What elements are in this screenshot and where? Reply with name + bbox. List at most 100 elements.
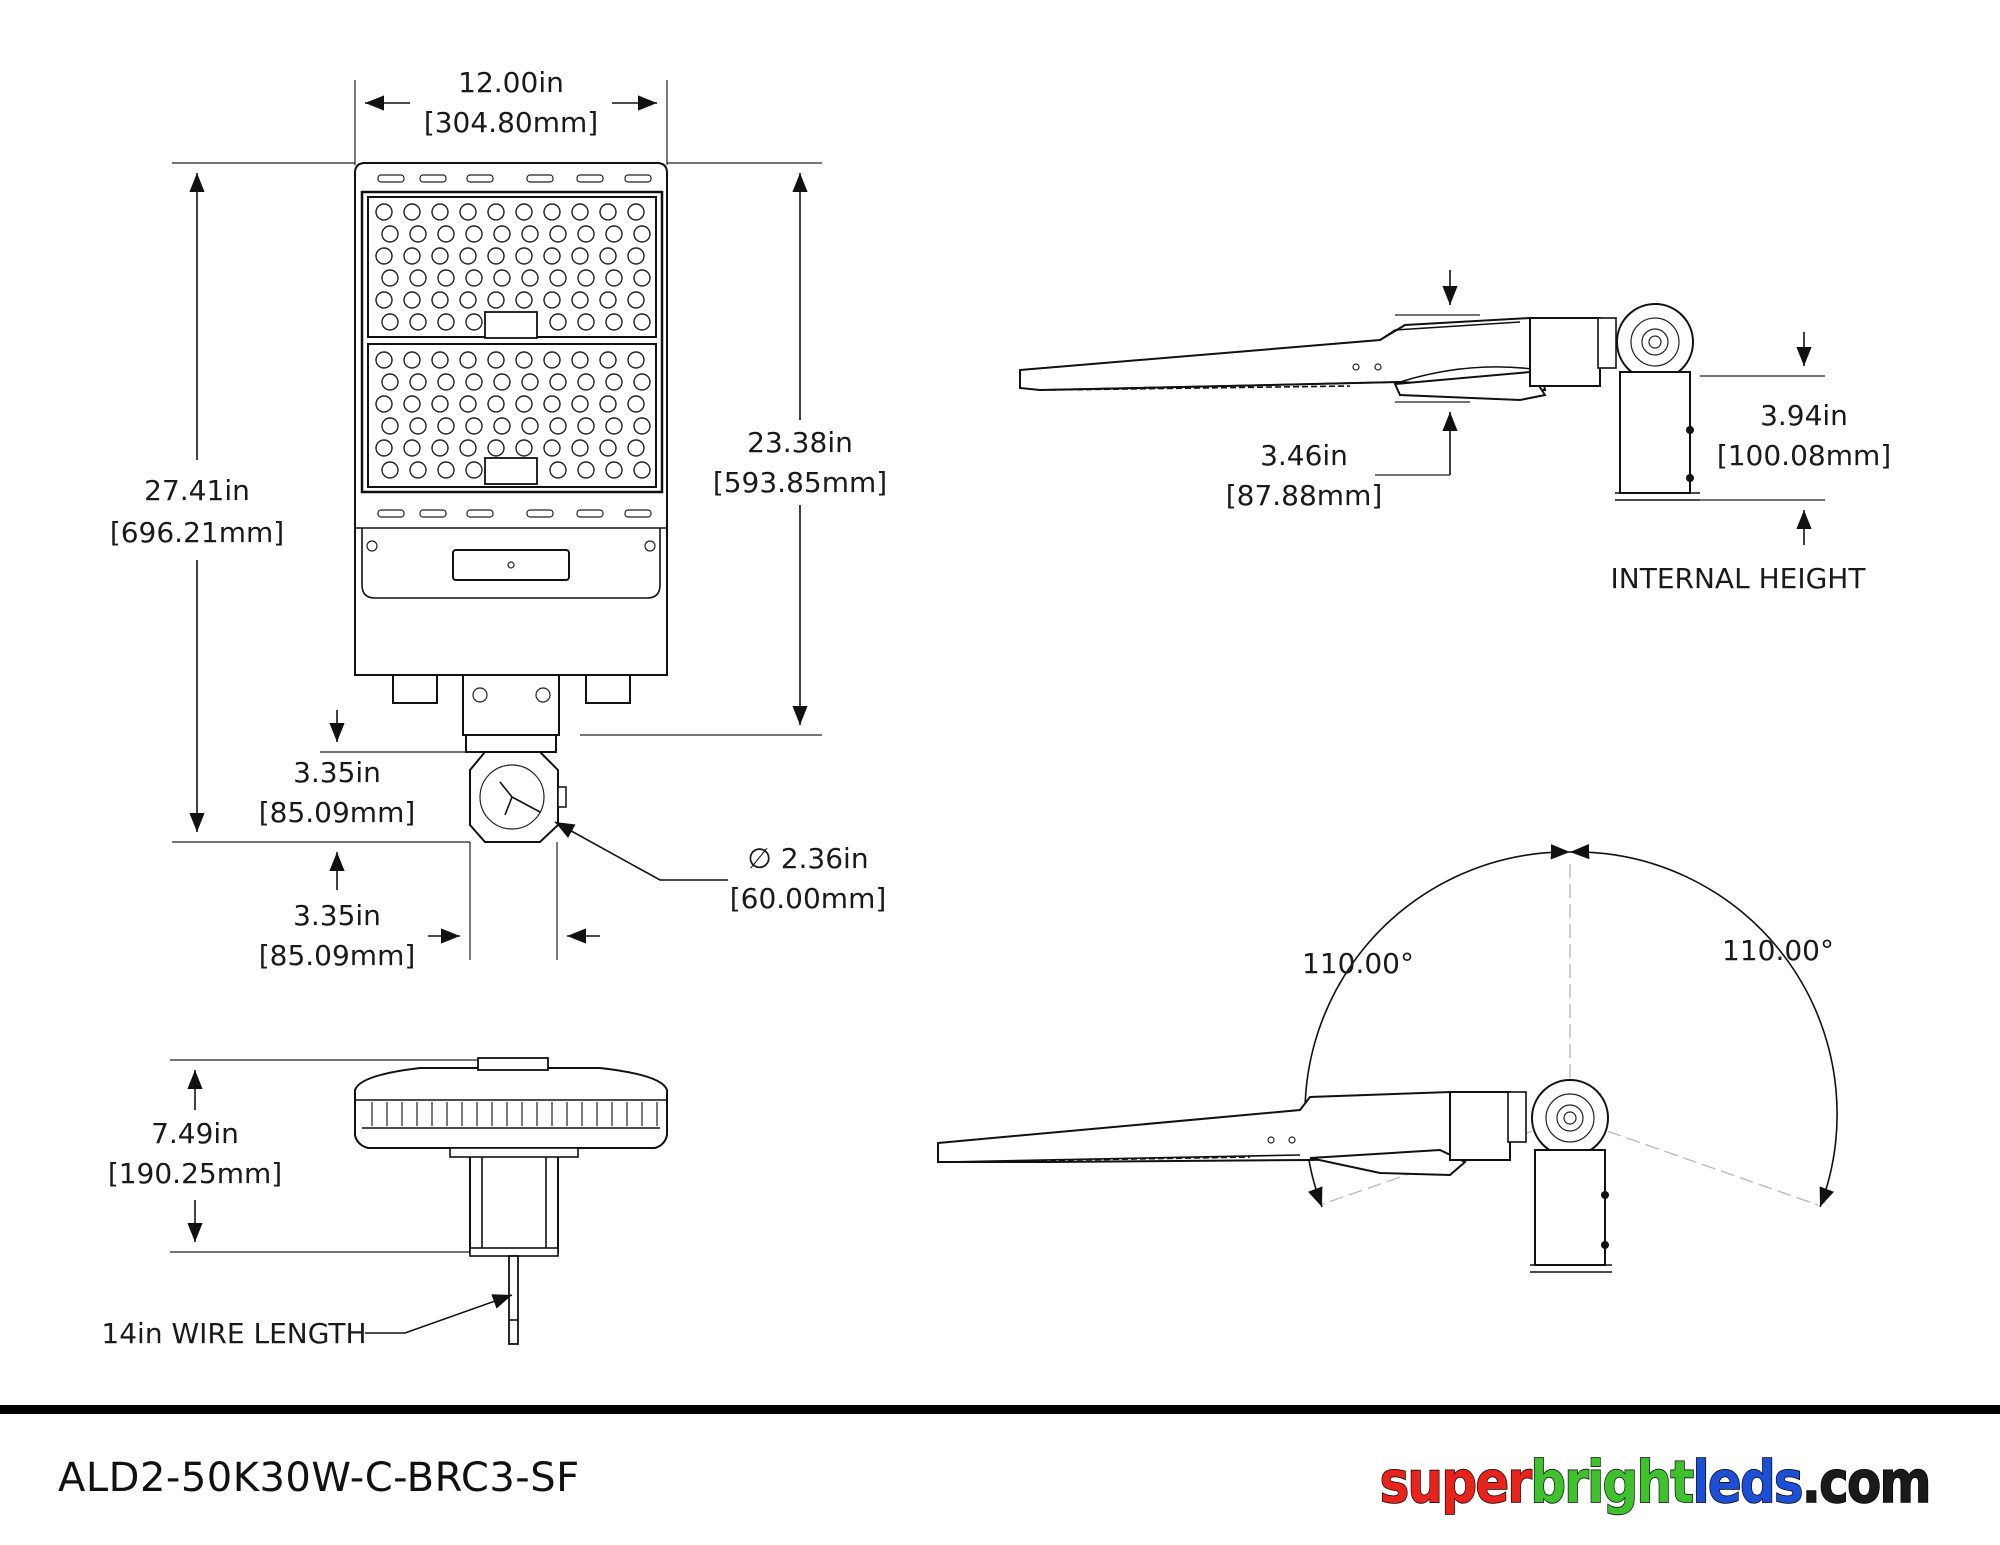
led-emitter	[487, 291, 505, 309]
led-emitter	[515, 203, 533, 221]
led-emitter	[549, 313, 567, 331]
led-emitter	[571, 203, 589, 221]
led-emitter	[465, 461, 483, 479]
led-emitter	[409, 373, 427, 391]
led-emitter	[571, 247, 589, 265]
led-emitter	[409, 225, 427, 243]
led-emitter	[437, 373, 455, 391]
body-height-in: 23.38in	[747, 426, 853, 459]
led-emitter	[459, 439, 477, 457]
model-number: ALD2-50K30W-C-BRC3-SF	[58, 1455, 580, 1501]
mount-width-mm: [85.09mm]	[259, 939, 416, 972]
led-emitter	[515, 395, 533, 413]
led-emitter	[381, 225, 399, 243]
wire-length-label: 14in WIRE LENGTH	[101, 1317, 366, 1350]
logo-part-com: .com	[1801, 1447, 1932, 1517]
led-emitter	[437, 269, 455, 287]
led-emitter	[515, 247, 533, 265]
side-depth-in: 3.46in	[1260, 439, 1348, 472]
led-emitter	[493, 373, 511, 391]
led-emitter	[543, 247, 561, 265]
bottom-height-mm: [190.25mm]	[108, 1157, 282, 1190]
led-emitter	[627, 395, 645, 413]
led-emitter	[543, 395, 561, 413]
led-emitter	[465, 417, 483, 435]
led-emitter	[437, 461, 455, 479]
heat-sink-fins	[371, 1102, 658, 1126]
led-emitter	[571, 439, 589, 457]
led-emitter	[577, 417, 595, 435]
led-emitter	[381, 461, 399, 479]
led-emitter	[515, 351, 533, 369]
led-emitter	[599, 203, 617, 221]
mount-height-mm: [85.09mm]	[259, 796, 416, 829]
led-emitter	[375, 247, 393, 265]
mount-width-in: 3.35in	[293, 899, 381, 932]
led-emitter	[633, 269, 651, 287]
footer-rule	[0, 1405, 2000, 1414]
led-emitter	[521, 373, 539, 391]
led-emitter	[459, 395, 477, 413]
led-array-top	[375, 203, 651, 331]
led-emitter	[543, 351, 561, 369]
led-emitter	[403, 203, 421, 221]
led-emitter	[627, 351, 645, 369]
led-emitter	[549, 373, 567, 391]
internal-height-in: 3.94in	[1760, 399, 1848, 432]
led-emitter	[459, 203, 477, 221]
led-emitter	[375, 439, 393, 457]
led-emitter	[375, 203, 393, 221]
led-emitter	[437, 225, 455, 243]
led-emitter	[493, 225, 511, 243]
led-emitter	[521, 417, 539, 435]
led-emitter	[627, 203, 645, 221]
led-emitter	[571, 351, 589, 369]
led-emitter	[633, 225, 651, 243]
led-emitter	[459, 351, 477, 369]
internal-height-mm: [100.08mm]	[1717, 439, 1891, 472]
logo-part-bright: bright	[1530, 1447, 1695, 1517]
led-emitter	[577, 225, 595, 243]
led-emitter	[605, 373, 623, 391]
led-emitter	[599, 439, 617, 457]
side-view: 3.46in [87.88mm] 3.94in [100.08mm] INTER…	[1019, 270, 1891, 595]
led-emitter	[599, 247, 617, 265]
total-height-in: 27.41in	[144, 474, 250, 507]
brand-logo[interactable]: superbrightleds.com	[1379, 1447, 1932, 1517]
bottom-height-in: 7.49in	[151, 1117, 239, 1150]
led-emitter	[599, 291, 617, 309]
led-emitter	[549, 417, 567, 435]
rotation-view: 110.00° 110.00°	[937, 843, 1838, 1273]
led-emitter	[381, 269, 399, 287]
led-emitter	[577, 461, 595, 479]
internal-height-label: INTERNAL HEIGHT	[1611, 562, 1867, 595]
led-emitter	[515, 291, 533, 309]
led-emitter	[571, 291, 589, 309]
led-emitter	[437, 313, 455, 331]
led-emitter	[431, 203, 449, 221]
led-emitter	[381, 417, 399, 435]
led-emitter	[549, 269, 567, 287]
led-emitter	[403, 395, 421, 413]
front-view: 12.00in [304.80mm] 27.41in [696.21mm] 23…	[110, 66, 887, 972]
led-array-bottom	[375, 351, 651, 479]
led-emitter	[493, 269, 511, 287]
led-emitter	[599, 395, 617, 413]
led-emitter	[605, 313, 623, 331]
led-emitter	[605, 417, 623, 435]
total-height-mm: [696.21mm]	[110, 516, 284, 549]
rotation-angle-right: 110.00°	[1722, 934, 1834, 967]
led-emitter	[459, 291, 477, 309]
led-emitter	[403, 351, 421, 369]
led-emitter	[409, 313, 427, 331]
led-emitter	[465, 269, 483, 287]
led-emitter	[465, 313, 483, 331]
led-emitter	[627, 247, 645, 265]
led-emitter	[431, 351, 449, 369]
led-emitter	[375, 291, 393, 309]
led-emitter	[437, 417, 455, 435]
led-emitter	[431, 395, 449, 413]
led-emitter	[633, 313, 651, 331]
led-emitter	[605, 269, 623, 287]
led-emitter	[431, 291, 449, 309]
